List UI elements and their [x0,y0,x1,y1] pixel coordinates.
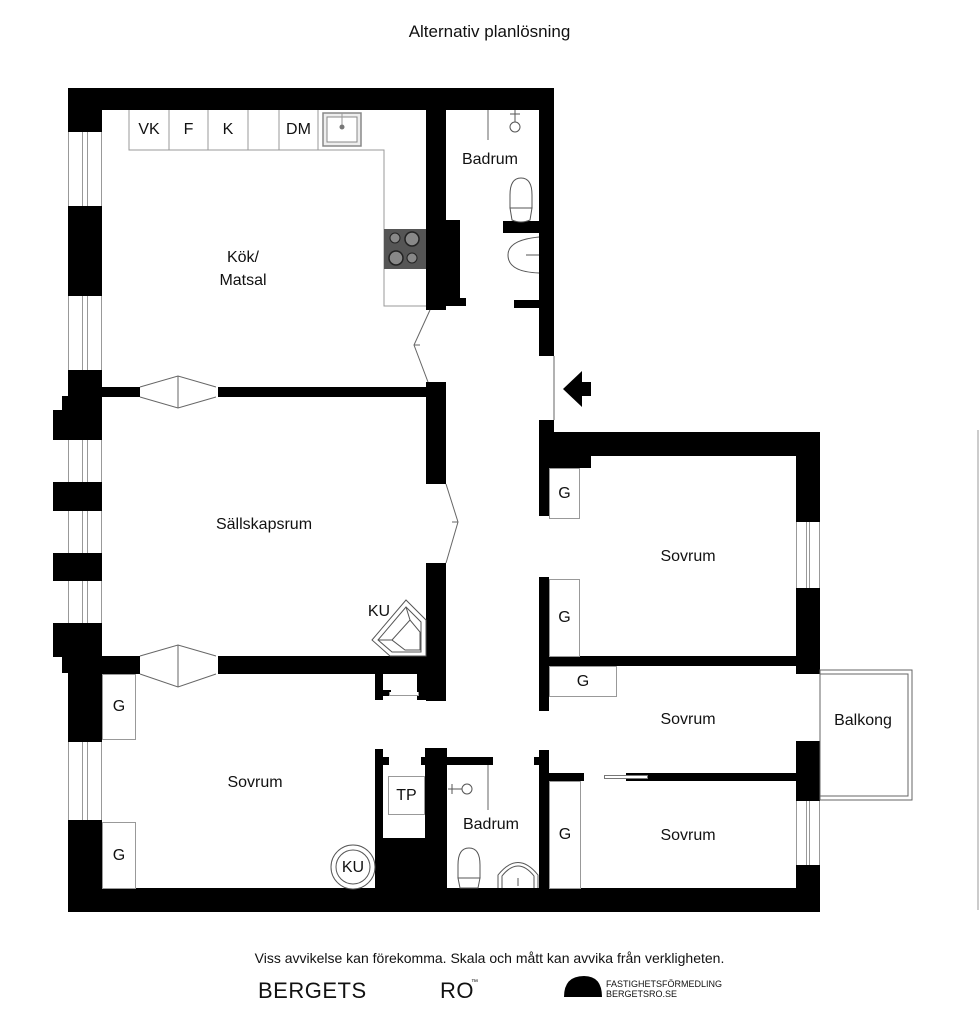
laundry-tp: TP [388,776,425,815]
wall-right-ext-2 [796,588,820,674]
window-left-6 [68,742,102,820]
window-left-4 [68,511,102,553]
kitchen-counter [128,110,426,307]
wall-left-7 [53,623,102,657]
stove-icon [384,229,426,269]
wall-left-3 [68,370,102,400]
room-label-living: Sällskapsrum [215,516,313,533]
wall-left-5 [53,482,102,511]
wall-right-inner-1 [539,456,549,516]
shower-icon [509,110,521,133]
wall-right-ext-4 [796,865,820,912]
window-left-3 [68,440,102,482]
stove-label-living: KU [367,603,391,620]
wall-left-4 [53,410,102,440]
wall-left-7b [62,655,102,673]
wardrobe-left-bottom: G [102,822,136,889]
brand-tm: ™ [471,979,478,986]
wall-bath-bottom-left [425,748,447,890]
room-label-kitchen-2: Matsal [219,272,267,289]
wall-right-ext-1 [796,432,820,522]
closet-top-opening [389,692,419,696]
room-label-balcony: Balkong [834,712,892,729]
wall-living-bedroom-1 [102,656,140,674]
wall-kitchen-right-b [446,220,460,304]
room-label-bedroom-right-bottom: Sovrum [660,827,716,844]
cabinet-f: F [183,121,194,138]
wall-right-inner-3b [534,757,540,765]
wall-kitchen-right [426,88,446,310]
room-label-bedroom-left-bottom: Sovrum [227,774,283,791]
room-label-bathroom-top: Badrum [461,151,519,168]
wardrobe-right-mid: G [549,579,580,657]
room-label-bedroom-right-mid: Sovrum [660,711,716,728]
wall-living-right-1 [426,382,446,484]
shower-icon-bottom [448,783,473,795]
wall-left-2 [68,206,102,296]
cabinet-vk: VK [138,121,160,138]
sink-icon [322,112,362,147]
wall-bedroom-divider-2a [549,773,584,781]
tile-stove-icon-living [371,599,427,657]
room-label-bedroom-right-top: Sovrum [660,548,716,565]
toilet-icon-top [509,177,533,223]
wall-bath-top-divider [503,221,554,233]
wall-bath-top-bottom-r [514,300,554,308]
sliding-door[interactable] [604,775,648,779]
wall-kitchen-living-2 [218,387,446,397]
window-right-1 [796,522,820,588]
wall-right-inner-2 [539,577,549,711]
room-label-kitchen-1: Kök/ [226,249,259,266]
wall-bottom [68,888,820,912]
wall-kitchen-right-c [446,298,466,306]
window-left-2 [68,296,102,370]
wall-kitchen-living-1 [102,387,140,397]
wall-closet-top-l [375,674,383,700]
wall-bedroom-divider-2b [626,773,798,781]
window-left-1 [68,132,102,206]
room-label-bathroom-bottom: Badrum [462,816,520,833]
scrollbar[interactable] [977,430,979,910]
entrance-arrow-icon [563,371,591,407]
round-stove-icon [330,844,376,890]
wall-bath-bottom-top [446,757,493,765]
agency-line-1: FASTIGHETSFÖRMEDLING [606,979,723,989]
wall-closet-top-l2 [375,690,391,696]
window-left-5 [68,581,102,623]
wardrobe-right-lower: G [549,666,617,697]
window-right-2 [796,801,820,865]
washbasin-icon-top [507,236,540,274]
wardrobe-left-top: G [102,674,136,740]
semicircle-logo-icon [564,976,602,997]
wall-left-3b [62,396,102,410]
toilet-icon-bottom [457,847,481,889]
wall-living-right-2 [426,563,446,701]
wall-bedroom-divider-1 [549,656,799,666]
wall-tp-left-b [375,757,389,765]
wall-left-1 [68,88,102,132]
wall-tp-left [375,749,383,889]
agency-line-2: BERGETSRO.SE [606,989,678,999]
wall-left-8 [68,670,102,742]
wall-right-ext-3 [796,741,820,801]
wall-right-top [539,432,820,456]
plan-title: Alternativ planlösning [408,22,571,41]
washbasin-icon-bottom [497,862,539,888]
wall-left-6 [53,553,102,581]
stove-label-bedroom: KU [341,859,365,876]
wall-living-bedroom-2 [218,656,446,674]
wall-right-inner-3 [539,750,549,890]
disclaimer: Viss avvikelse kan förekomma. Skala och … [254,950,725,966]
wardrobe-right-bottom: G [549,781,581,889]
brand-right: RO [440,978,474,1003]
wardrobe-right-top: G [549,468,580,519]
cabinet-k: K [222,121,234,138]
brand-left: BERGETS [258,978,367,1003]
cabinet-dm: DM [286,121,311,138]
wall-bath-bottom-left-b [421,757,429,765]
wall-right-top-notch [539,456,591,468]
wall-closet-top-r [417,674,446,700]
